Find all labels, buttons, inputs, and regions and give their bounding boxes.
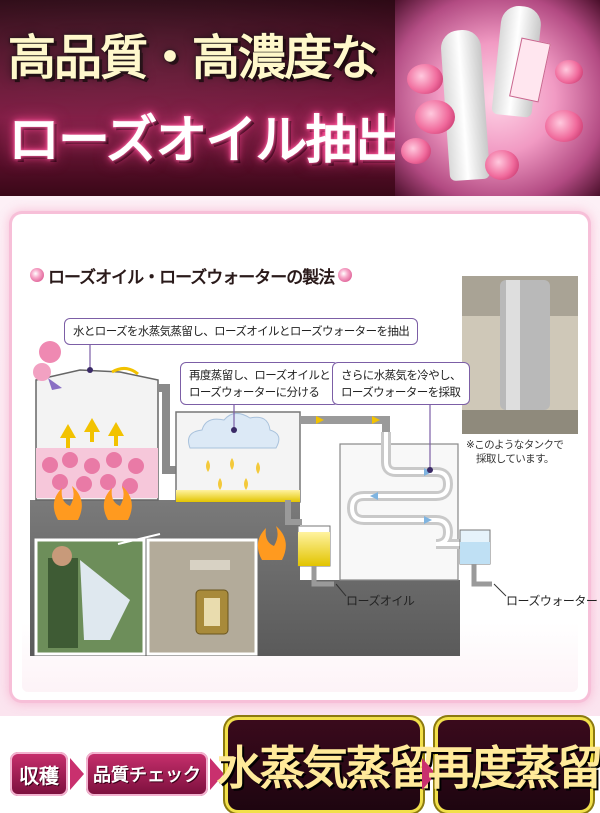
flame-icons [53,486,286,560]
callout-steam-distill: 水とローズを水蒸気蒸留し、ローズオイルとローズウォーターを抽出 [64,318,419,345]
step-redistillation: 再度蒸留 [428,720,600,810]
tank-photo [462,276,578,434]
tank-note-line-1: ※このようなタンクで [466,439,564,451]
droplet-icons [206,458,260,490]
rose-petal-icon [33,341,62,390]
title-bullet-icon [338,268,353,282]
callout-redistill-line-1: 再度蒸留し、ローズオイルと [189,368,331,382]
tank-note: ※このようなタンクで 採取しています。 [466,438,564,466]
header-banner: 高品質・高濃度な ローズオイル抽出 [0,0,600,196]
callout-redistill-line-2: ローズウォーターに分ける [189,384,320,399]
callout-cool-steam: さらに水蒸気を冷やし、 ローズウォーターを採取 [332,362,470,406]
label-rose-oil: ローズオイル [346,594,415,608]
title-bullet-icon [30,268,44,282]
step-quality-check: 品質チェック [86,752,208,796]
tank-note-line-2: 採取しています。 [476,453,554,466]
oil-outlet-pipe [285,500,302,525]
rose-flowers [42,452,144,494]
callout-cool-steam-line-2: ローズウォーターを採取 [341,384,461,399]
step-arrow-icon [210,758,224,790]
callout-steam-distill-text: 水とローズを水蒸気蒸留し、ローズオイルとローズウォーターを抽出 [73,324,410,338]
steam-top-arrows [111,367,139,376]
callout-redistill: 再度蒸留し、ローズオイルと ローズウォーターに分ける [180,362,340,406]
harvest-photo [34,538,146,656]
distillation-device-photo [146,538,258,656]
process-steps: 収穫 品質チェック 水蒸気蒸留 再度蒸留 [0,716,600,813]
label-rose-water: ローズウォーター [506,594,598,608]
diagram-title-row: ローズオイル・ローズウォーターの製法 [30,262,353,288]
step-steam-distillation: 水蒸気蒸留 [217,720,435,810]
step-arrow-icon [422,758,436,790]
oil-layer [176,490,300,502]
callout-cool-steam-line-1: さらに水蒸気を冷やし、 [341,368,462,382]
step-arrow-icon [70,758,84,790]
flow-arrows [316,416,380,424]
diagram-title: ローズオイル・ローズウォーターの製法 [48,267,335,288]
condenser-box [339,443,459,581]
steam-pipe-1 [158,384,176,474]
step-harvest: 収穫 [10,752,68,796]
steam-up-arrows [60,418,124,448]
steam-pipe-2 [300,416,390,432]
